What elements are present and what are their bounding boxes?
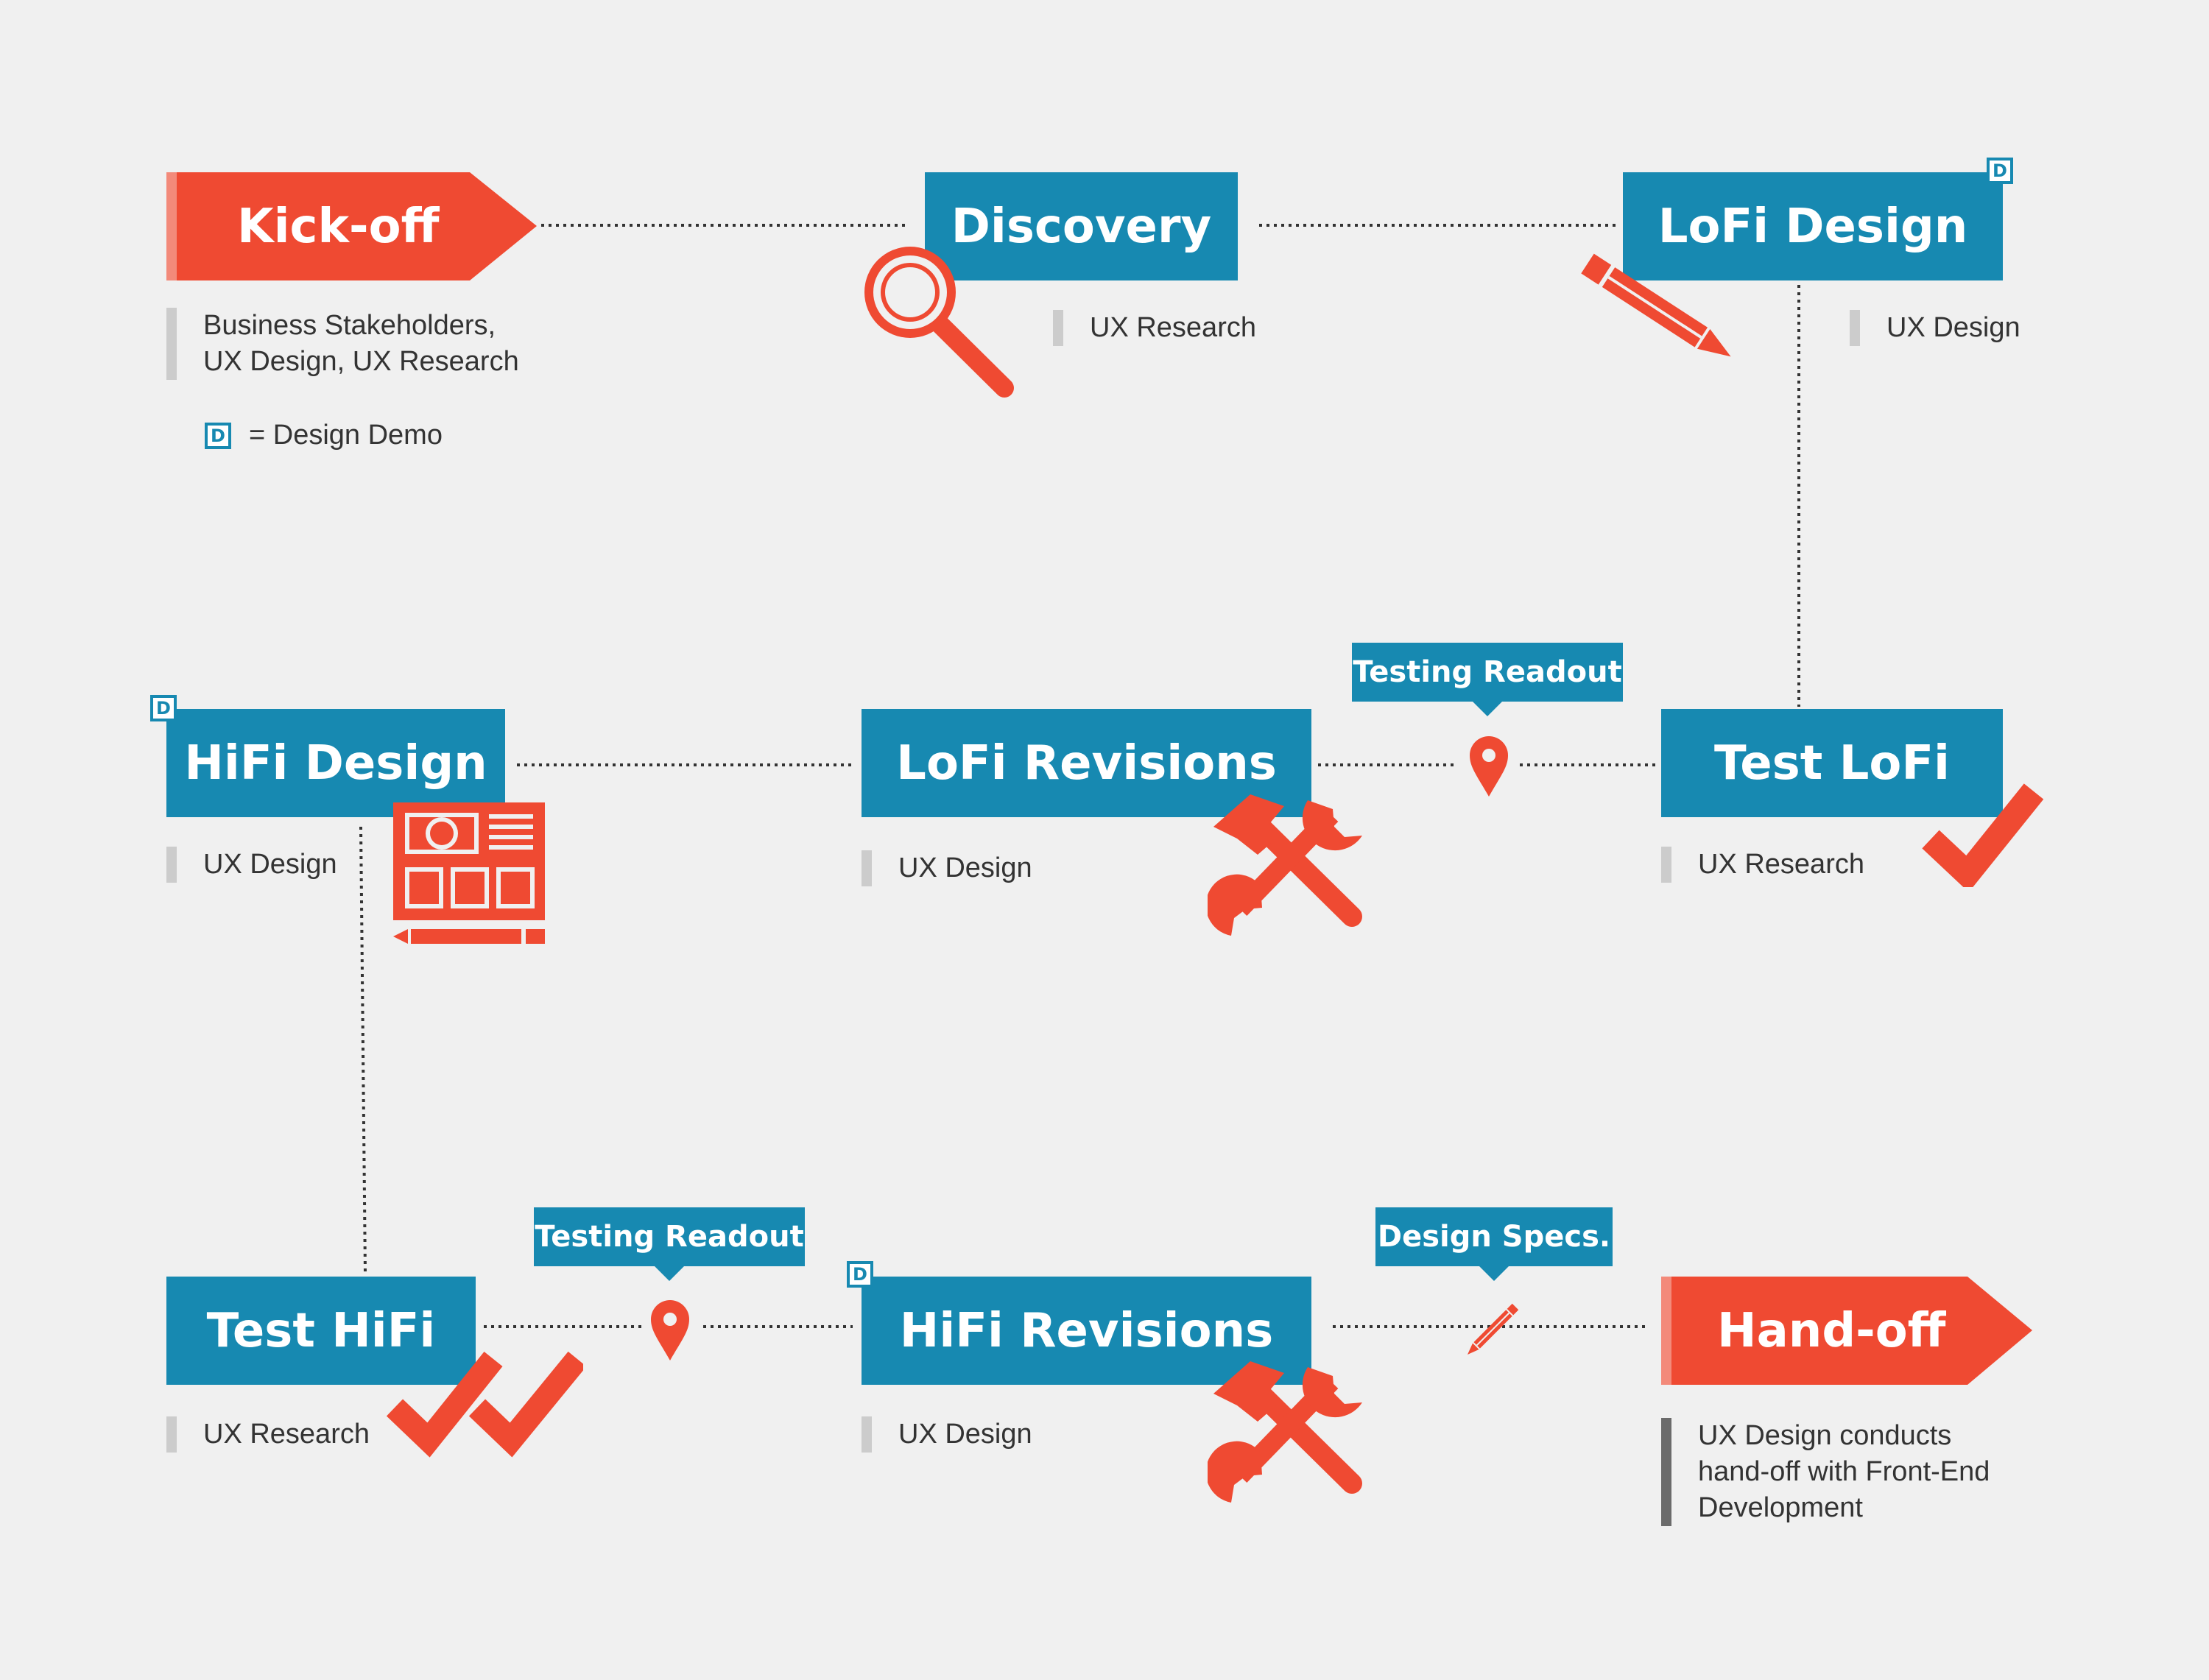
wireframe-icon	[393, 802, 545, 944]
handoff-step: Hand-off	[1661, 1277, 2032, 1385]
hifi-design-step: HiFi Design	[166, 709, 505, 817]
design-demo-legend-mark: D	[205, 423, 231, 449]
testing-readout-callout-1: Testing Readout	[1352, 643, 1623, 716]
testing-readout-callout-2: Testing Readout	[534, 1207, 805, 1281]
hifi-revisions-note: UX Design	[862, 1416, 1032, 1453]
checkmark-icon	[1922, 783, 2044, 887]
lofi-revisions-note: UX Design	[862, 850, 1032, 886]
tools-icon	[1208, 794, 1362, 936]
pencil-icon	[1581, 253, 1731, 357]
arrow-shape	[166, 172, 537, 280]
hifi-revisions-step: HiFi Revisions	[862, 1277, 1311, 1385]
design-demo-legend-text: = Design Demo	[249, 420, 443, 451]
magnifier-icon	[864, 247, 1014, 398]
handoff-note: UX Design conducts hand-off with Front-E…	[1661, 1418, 1990, 1526]
arrow-shape	[1661, 1277, 2032, 1385]
test-hifi-note: UX Research	[166, 1416, 370, 1453]
hifi-revisions-demo-mark: D	[847, 1261, 873, 1288]
tools-icon	[1208, 1361, 1362, 1503]
kickoff-note: Business Stakeholders, UX Design, UX Res…	[166, 308, 519, 380]
hifi-design-note: UX Design	[166, 847, 337, 883]
discovery-note: UX Research	[1053, 310, 1256, 346]
design-specs-callout: Design Specs.	[1375, 1207, 1613, 1281]
map-pin-icon	[1470, 736, 1508, 797]
lofi-design-step: LoFi Design	[1623, 172, 2003, 280]
test-lofi-note: UX Research	[1661, 847, 1864, 883]
hifi-design-demo-mark: D	[150, 695, 177, 721]
double-checkmark-icon	[386, 1351, 583, 1458]
test-hifi-step: Test HiFi	[166, 1277, 476, 1385]
test-lofi-step: Test LoFi	[1661, 709, 2003, 817]
handoff-label: Hand-off	[1717, 1303, 1946, 1358]
lofi-design-demo-mark: D	[1987, 158, 2013, 184]
lofi-design-note: UX Design	[1850, 310, 2020, 346]
map-pin-icon	[651, 1300, 689, 1360]
lofi-revisions-step: LoFi Revisions	[862, 709, 1311, 817]
small-pencil-icon	[1467, 1303, 1519, 1355]
kickoff-step: Kick-off	[166, 172, 537, 280]
kickoff-label: Kick-off	[237, 199, 440, 254]
discovery-step: Discovery	[925, 172, 1238, 280]
